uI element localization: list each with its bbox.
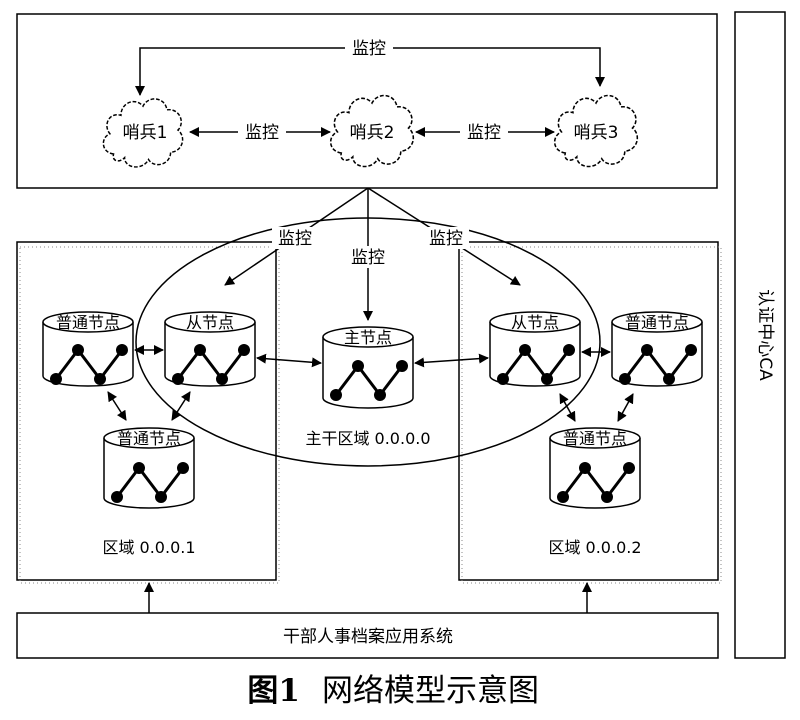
node-master-label: 主节点: [344, 328, 392, 347]
monitor-label-s2-s3: 监控: [467, 123, 501, 143]
sentinel-1-label: 哨兵1: [123, 123, 168, 143]
node-right-slave-label: 从节点: [511, 313, 559, 332]
ca-box: [734, 11, 786, 659]
sentinel-2: 哨兵2: [329, 94, 415, 168]
node-master: 主节点: [322, 326, 414, 409]
sentinel-3-label: 哨兵3: [574, 123, 619, 143]
region-right-label: 区域 0.0.0.2: [548, 538, 641, 557]
node-left-slave-label: 从节点: [186, 313, 234, 332]
monitor-label-right: 监控: [429, 229, 463, 249]
figure-title: 网络模型示意图: [322, 673, 539, 709]
node-right-slave: 从节点: [489, 311, 581, 387]
app-system-label: 干部人事档案应用系统: [283, 627, 453, 647]
node-right-normal-bottom: 普通节点: [549, 427, 641, 509]
sentinel-2-label: 哨兵2: [350, 123, 395, 143]
link-right-slave-bottom: [559, 393, 576, 422]
sentinel-1: 哨兵1: [102, 98, 184, 168]
node-left-normal-bottom: 普通节点: [103, 427, 195, 509]
node-left-normal-top: 普通节点: [42, 311, 134, 387]
monitor-label-s1-s2: 监控: [245, 123, 279, 143]
node-left-normal-bottom-label: 普通节点: [117, 429, 181, 448]
backbone-label: 主干区域 0.0.0.0: [305, 429, 430, 448]
monitor-label-top: 监控: [352, 39, 386, 59]
region-left-label: 区域 0.0.0.1: [102, 538, 195, 557]
link-right-normal-bottom: [617, 393, 634, 422]
ca-label: 认证中心CA: [755, 289, 775, 381]
link-left-normal-bottom: [107, 391, 127, 421]
link-left-slave-bottom: [171, 391, 191, 421]
link-left-slave-master: [256, 353, 322, 368]
node-left-slave: 从节点: [164, 311, 256, 387]
monitor-label-left: 监控: [278, 229, 312, 249]
region-left-box: [16, 241, 277, 581]
figure-number: 图1: [247, 673, 300, 709]
node-right-normal-bottom-label: 普通节点: [563, 429, 627, 448]
region-right-box: [458, 241, 719, 581]
node-left-normal-top-label: 普通节点: [56, 313, 120, 332]
link-master-right-slave: [414, 353, 489, 368]
node-right-normal-top-label: 普通节点: [625, 313, 689, 332]
node-right-normal-top: 普通节点: [611, 311, 703, 387]
monitor-label-middle: 监控: [351, 248, 385, 268]
sentinel-3: 哨兵3: [553, 94, 639, 168]
app-system-box: [16, 612, 719, 659]
